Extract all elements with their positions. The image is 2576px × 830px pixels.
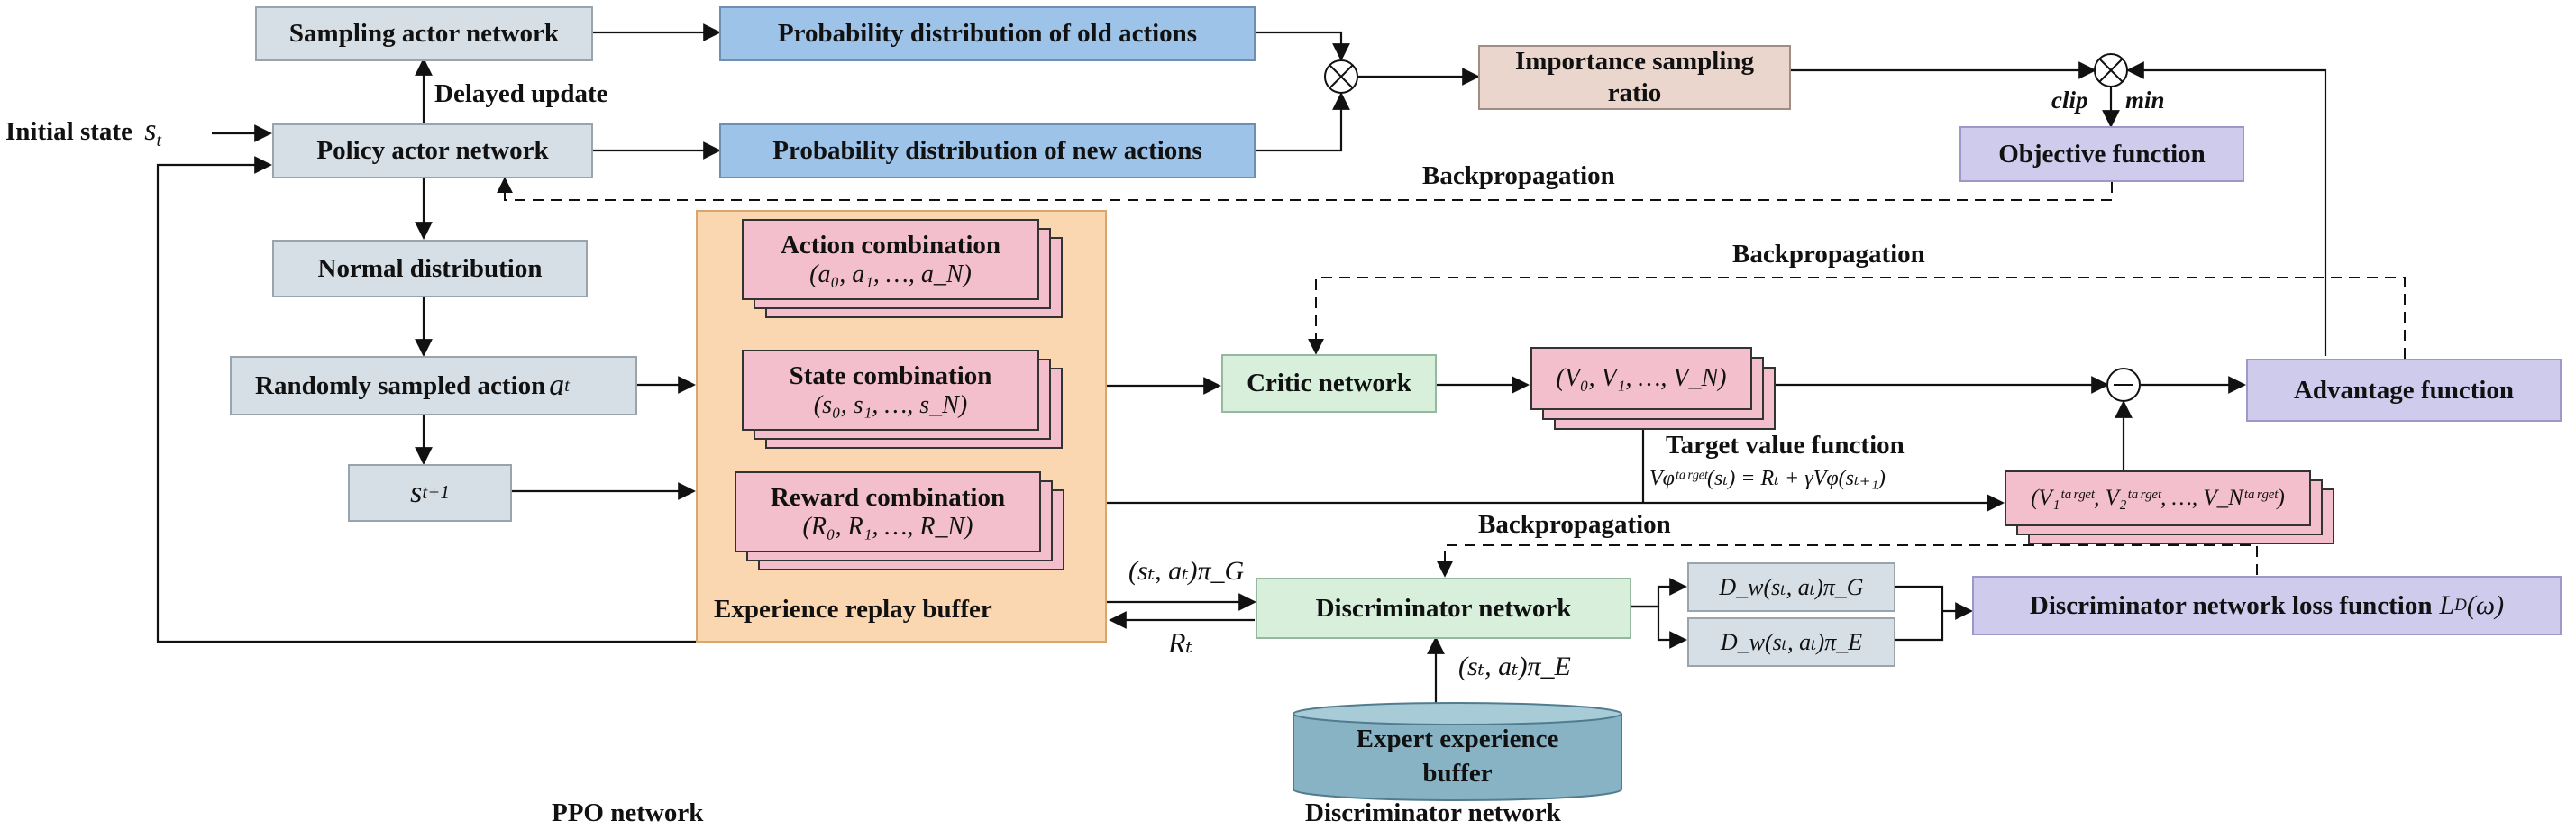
reward-combination-tuple: (R₀, R₁, …, R_N) [802,512,973,541]
new-actions-distribution: Probability distribution of new actions [719,123,1256,178]
edge-loop-to-policy [156,156,697,643]
old-actions-distribution: Probability distribution of old actions [719,6,1256,61]
discriminator-network: Discriminator network [1256,578,1631,639]
backprop-label-objective: Backpropagation [1422,161,1615,190]
minus-node [2106,368,2141,402]
replay-buffer-label: Experience replay buffer [714,595,992,624]
edge-backprop-advantage [1308,277,2406,359]
delayed-update-label: Delayed update [434,79,608,108]
backprop-label-advantage: Backpropagation [1732,240,1925,269]
dw-generated-output: D_w(sₜ, aₜ)π_G [1687,562,1895,612]
state-combination-stack: State combination (s₀, s₁, …, s_N) [742,350,1093,451]
critic-network: Critic network [1221,354,1437,413]
generated-pair-label: (sₜ, aₜ)π_G [1128,556,1245,586]
edge-disc-to-dwe [1631,605,1687,649]
state-combination-title: State combination [789,360,992,390]
objective-function: Objective function [1959,126,2244,182]
policy-actor-network: Policy actor network [272,123,593,178]
importance-sampling-ratio: Importance sampling ratio [1478,45,1791,110]
clip-label: clip [2051,87,2088,114]
backprop-label-loss: Backpropagation [1478,510,1671,539]
edge-dwg-to-loss [1895,585,1973,620]
value-tuple: (V₀, V₁, …, V_N) [1556,364,1727,392]
edge-backprop-loss [1437,544,2258,578]
state-combination-tuple: (s₀, s₁, …, s_N) [813,390,968,419]
reward-combination-title: Reward combination [770,482,1006,512]
target-value-tuple: (V₁ᵗᵃʳᵍᵉᵗ, V₂ᵗᵃʳᵍᵉᵗ, …, V_Nᵗᵃʳᵍᵉᵗ) [2031,486,2285,510]
sampling-actor-network: Sampling actor network [255,6,593,61]
reward-rt-label: Rₜ [1168,626,1193,659]
action-combination-title: Action combination [780,230,1001,260]
advantage-function: Advantage function [2246,359,2562,422]
target-value-stack: (V₁ᵗᵃʳᵍᵉᵗ, V₂ᵗᵃʳᵍᵉᵗ, …, V_Nᵗᵃʳᵍᵉᵗ) [2005,470,2338,548]
edge-adv-to-clip [2126,61,2327,356]
action-combination-stack: Action combination (a₀, a₁, …, a_N) [742,219,1093,320]
value-stack: (V₀, V₁, …, V_N) [1530,347,1776,430]
initial-state-label: Initial state st [5,114,162,150]
min-label: min [2125,87,2165,114]
edge-old-to-mult [1256,31,1350,61]
edge-dwe-to-loss [1895,611,1944,642]
edge-disc-to-dwg [1631,578,1687,608]
ppo-network-caption: PPO network [552,798,704,827]
multiply-node-ratio [1324,59,1358,94]
dw-expert-output: D_w(sₜ, aₜ)π_E [1687,617,1895,667]
action-combination-tuple: (a₀, a₁, …, a_N) [809,260,972,288]
expert-pair-label: (sₜ, aₜ)π_E [1458,652,1571,681]
edge-new-to-mult [1256,92,1350,152]
database-icon [1293,702,1622,801]
reward-combination-stack: Reward combination (R₀, R₁, …, R_N) [735,471,1095,572]
edge-backprop-objective [497,177,2113,201]
normal-distribution: Normal distribution [272,240,588,297]
multiply-node-clip [2094,53,2128,87]
target-value-formula: Vφᵗᵃʳᵍᵉᵗ(sₜ) = Rₜ + γVφ(sₜ₊₁) [1649,467,1886,490]
target-value-title: Target value function [1666,431,1905,460]
discriminator-network-caption: Discriminator network [1305,798,1561,827]
expert-experience-buffer: Expert experience buffer [1292,701,1623,802]
